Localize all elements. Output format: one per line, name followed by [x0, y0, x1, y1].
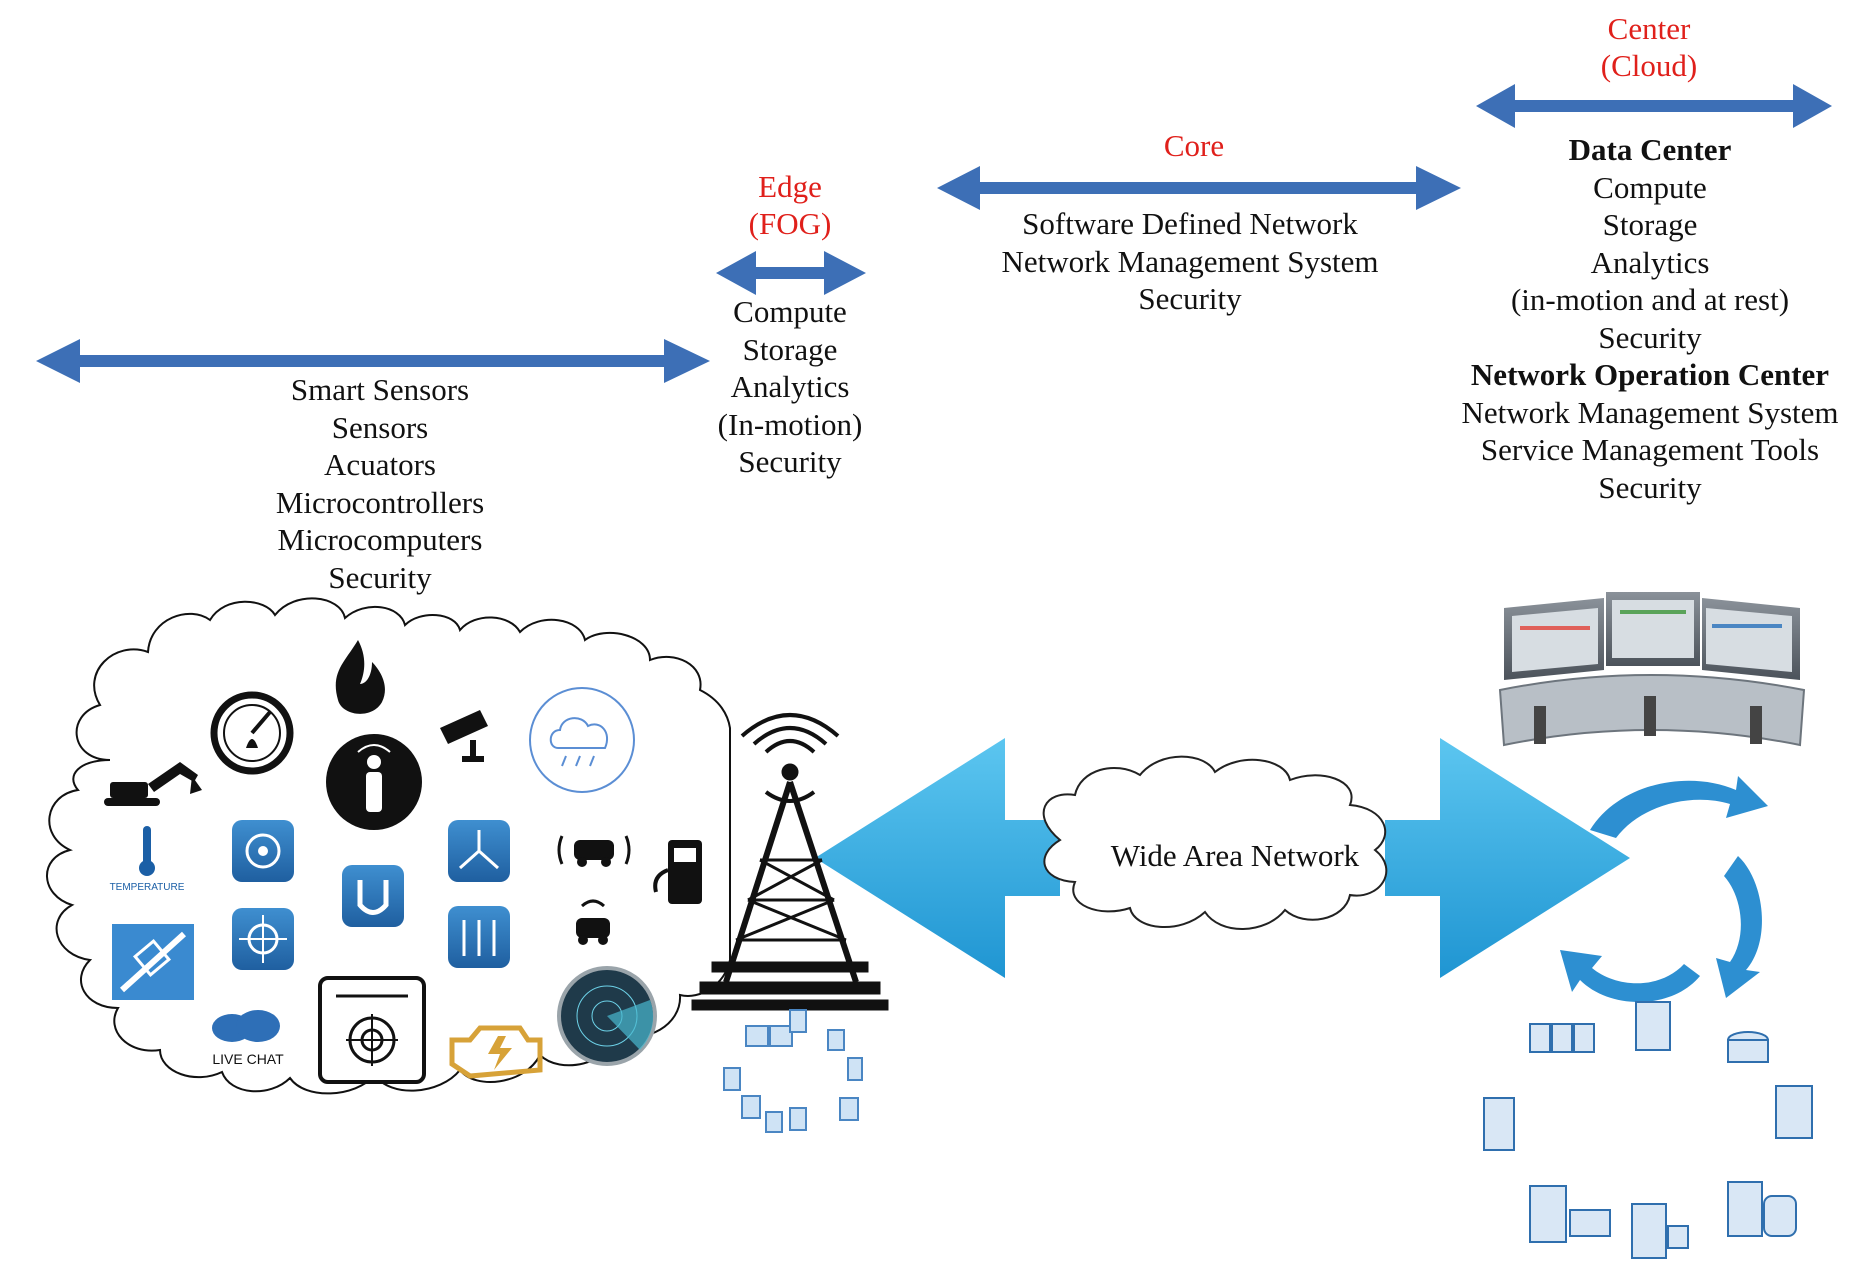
device-item: Microcomputers	[277, 522, 483, 557]
engine-icon	[449, 1025, 543, 1079]
edge-item: Security	[738, 444, 842, 479]
car-wifi-icon	[576, 899, 610, 945]
center-tier-title: Center (Cloud)	[1600, 11, 1698, 83]
core-double-arrow	[937, 166, 1461, 210]
noc-item: Security	[1598, 469, 1702, 505]
device-item: Smart Sensors	[290, 372, 470, 407]
device-item: Acuators	[324, 447, 436, 482]
devices-tier-details: Smart Sensors Sensors Acuators Microcont…	[230, 371, 530, 596]
compass-sensor-icon	[232, 820, 294, 882]
wan-left-arrow	[815, 738, 1060, 978]
wan-right-arrow	[1385, 738, 1630, 978]
edge-item: Compute	[733, 294, 847, 329]
data-center-item: Compute	[1593, 169, 1707, 205]
control-room-icon	[1498, 592, 1806, 747]
device-item: Microcontrollers	[275, 484, 485, 520]
edge-item: Storage	[742, 331, 838, 367]
core-tier-details: Software Defined Network Network Managem…	[950, 205, 1430, 318]
satellite-icon	[112, 924, 194, 1000]
data-center-item: (in-motion and at rest)	[1510, 282, 1790, 317]
core-item: Security	[1138, 281, 1242, 316]
edge-server-cluster-icon	[723, 1009, 863, 1133]
device-item: Security	[328, 559, 432, 595]
excavator-icon	[104, 762, 202, 806]
center-tier-details: Data Center Compute Storage Analytics (i…	[1420, 131, 1868, 506]
core-item: Network Management System	[1001, 243, 1379, 279]
cctv-camera-icon	[440, 710, 488, 762]
server-cluster-icon	[1483, 1001, 1813, 1259]
edge-double-arrow	[716, 251, 866, 295]
data-center-item: Analytics	[1590, 244, 1710, 280]
car-signal-icon	[557, 835, 631, 867]
fuel-pump-icon	[653, 840, 702, 904]
weather-cloud-icon	[529, 687, 635, 793]
noc-heading: Network Operation Center	[1470, 357, 1830, 392]
edge-tier-details: Compute Storage Analytics (In-motion) Se…	[680, 293, 900, 481]
data-center-item: Storage	[1602, 207, 1698, 242]
temperature-label: TEMPERATURE	[110, 882, 185, 893]
data-center-heading: Data Center	[1568, 132, 1732, 167]
live-chat-icon	[212, 1010, 280, 1042]
altimeter-icon	[448, 906, 510, 968]
noc-item: Service Management Tools	[1480, 432, 1820, 467]
edge-tier-title: Edge (FOG)	[748, 169, 832, 241]
live-chat-label: LIVE CHAT	[212, 1051, 284, 1067]
edge-item: Analytics	[730, 369, 850, 404]
wan-label: Wide Area Network	[1110, 838, 1360, 873]
cell-tower-icon	[691, 713, 889, 1011]
edge-item: (In-motion)	[717, 406, 863, 442]
target-icon	[318, 976, 426, 1084]
data-center-item: Security	[1598, 319, 1702, 355]
touch-sensor-icon	[232, 908, 294, 970]
wan-cloud	[1042, 755, 1388, 930]
fire-icon	[335, 640, 385, 714]
device-item: Sensors	[331, 409, 429, 445]
noc-item: Network Management System	[1461, 394, 1839, 430]
core-tier-title: Core	[1163, 128, 1225, 163]
radar-icon	[557, 966, 657, 1066]
center-double-arrow	[1476, 84, 1832, 128]
core-item: Software Defined Network	[1022, 206, 1358, 241]
gauge-icon	[210, 691, 294, 775]
devices-double-arrow	[36, 339, 710, 383]
person-signal-icon	[326, 734, 422, 830]
refresh-cycle-icon	[1560, 776, 1768, 1003]
magnet-sensor-icon	[342, 865, 404, 927]
thermometer-icon	[139, 826, 155, 876]
accelerometer-icon	[448, 820, 510, 882]
